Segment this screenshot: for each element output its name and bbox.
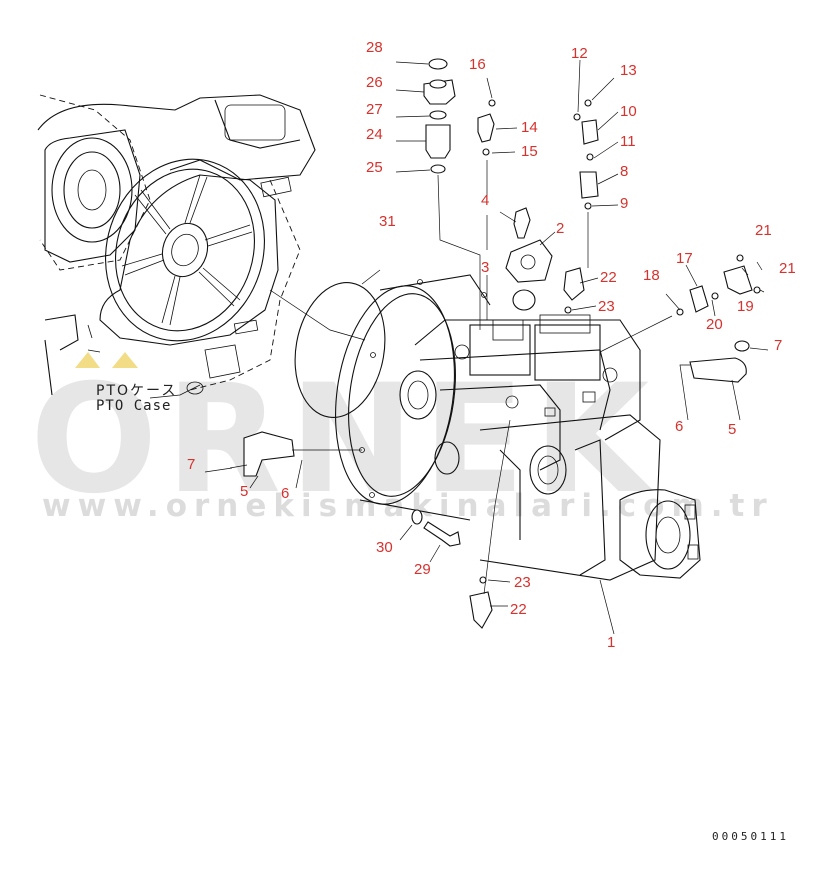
callout-20: 20 bbox=[706, 316, 723, 333]
callout-25: 25 bbox=[366, 159, 383, 176]
callout-2: 2 bbox=[556, 220, 565, 237]
callout-23-top: 23 bbox=[598, 298, 615, 315]
callout-13: 13 bbox=[620, 62, 637, 79]
callout-6-left: 6 bbox=[281, 485, 290, 502]
callout-15: 15 bbox=[521, 143, 538, 160]
leader-lines bbox=[149, 59, 769, 635]
pto-case-label-en: PTO Case bbox=[96, 398, 172, 414]
o-ring-31 bbox=[294, 282, 386, 418]
callout-31: 31 bbox=[379, 213, 396, 230]
small-parts bbox=[229, 58, 761, 629]
callout-30: 30 bbox=[376, 539, 393, 556]
callout-7-right: 7 bbox=[774, 337, 783, 354]
gear-pump bbox=[619, 489, 701, 579]
pto-case-label-jp: PTOケース bbox=[96, 383, 178, 399]
callout-8: 8 bbox=[620, 163, 629, 180]
callout-22-top: 22 bbox=[600, 269, 617, 286]
callout-24: 24 bbox=[366, 126, 383, 143]
callout-5-left: 5 bbox=[240, 483, 249, 500]
callout-5-right: 5 bbox=[728, 421, 737, 438]
callout-21-top: 21 bbox=[755, 222, 772, 239]
callout-17: 17 bbox=[676, 250, 693, 267]
callout-4: 4 bbox=[481, 192, 490, 209]
callout-28: 28 bbox=[366, 39, 383, 56]
callout-27: 27 bbox=[366, 101, 383, 118]
callout-22-bottom: 22 bbox=[510, 601, 527, 618]
callout-6-right: 6 bbox=[675, 418, 684, 435]
callout-26: 26 bbox=[366, 74, 383, 91]
pto-cover-flange bbox=[105, 158, 265, 342]
callout-3: 3 bbox=[481, 259, 490, 276]
callout-23-bottom: 23 bbox=[514, 574, 531, 591]
callout-16: 16 bbox=[469, 56, 486, 73]
callout-7-left: 7 bbox=[187, 456, 196, 473]
callout-29: 29 bbox=[414, 561, 431, 578]
callout-19: 19 bbox=[737, 298, 754, 315]
pto-case-housing bbox=[37, 94, 316, 396]
callout-1: 1 bbox=[607, 634, 616, 651]
callout-18: 18 bbox=[643, 267, 660, 284]
callout-14: 14 bbox=[521, 119, 538, 136]
callout-9: 9 bbox=[620, 195, 629, 212]
document-number: 00050111 bbox=[712, 830, 789, 843]
callout-12: 12 bbox=[571, 45, 588, 62]
callout-21-right: 21 bbox=[779, 260, 796, 277]
main-hydraulic-pump bbox=[335, 274, 661, 581]
callout-11: 11 bbox=[620, 133, 636, 150]
callout-10: 10 bbox=[620, 103, 637, 120]
